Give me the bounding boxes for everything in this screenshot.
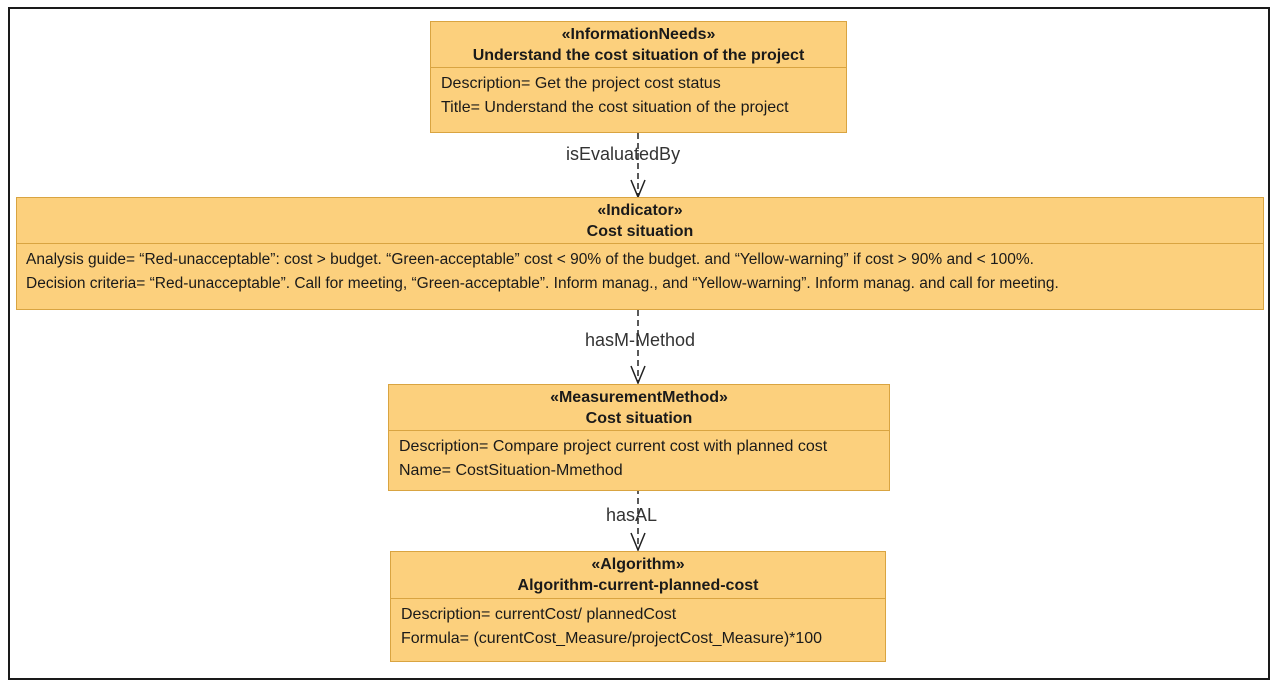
edge-label-has-m-method: hasM-Method [585, 330, 696, 350]
information-needs-box[interactable]: «InformationNeeds» Understand the cost s… [430, 21, 847, 133]
attribute-list: Description= Get the project cost status… [431, 68, 846, 120]
attribute: Title= Understand the cost situation of … [441, 99, 789, 116]
attribute: Formula= (curentCost_Measure/projectCost… [401, 630, 823, 647]
box-header: «Algorithm» Algorithm-current-planned-co… [391, 552, 885, 599]
box-header: «Indicator» Cost situation [17, 198, 1263, 244]
stereotype-label: «MeasurementMethod» [550, 389, 728, 406]
box-header: «InformationNeeds» Understand the cost s… [431, 22, 846, 68]
attribute: Analysis guide= “Red-unacceptable”: cost… [26, 251, 1034, 268]
stereotype-label: «InformationNeeds» [561, 26, 716, 43]
box-title: Cost situation [586, 223, 694, 240]
attribute-list: Description= currentCost/ plannedCost Fo… [391, 599, 885, 651]
attribute: Description= Get the project cost status [441, 75, 721, 92]
algorithm-box[interactable]: «Algorithm» Algorithm-current-planned-co… [390, 551, 886, 662]
attribute-list: Description= Compare project current cos… [389, 431, 889, 483]
box-title: Understand the cost situation of the pro… [472, 47, 805, 64]
stereotype-label: «Indicator» [597, 202, 683, 219]
attribute: Description= currentCost/ plannedCost [401, 606, 677, 623]
diagram-frame [8, 7, 1270, 680]
edge-arrow-has-m-method [630, 365, 646, 385]
attribute: Decision criteria= “Red-unacceptable”. C… [26, 275, 1059, 292]
attribute: Name= CostSituation-Mmethod [399, 462, 623, 479]
edge-arrow-has-al [630, 532, 646, 552]
attribute-list: Analysis guide= “Red-unacceptable”: cost… [17, 244, 1263, 296]
box-title: Cost situation [585, 410, 693, 427]
box-header: «MeasurementMethod» Cost situation [389, 385, 889, 431]
box-title: Algorithm-current-planned-cost [517, 577, 759, 594]
attribute: Description= Compare project current cos… [399, 438, 828, 455]
edge-label-is-evaluated-by: isEvaluatedBy [566, 144, 681, 164]
edge-label-has-al: hasAL [606, 505, 658, 525]
stereotype-label: «Algorithm» [591, 556, 685, 573]
measurement-method-box[interactable]: «MeasurementMethod» Cost situation Descr… [388, 384, 890, 491]
indicator-box[interactable]: «Indicator» Cost situation Analysis guid… [16, 197, 1264, 310]
